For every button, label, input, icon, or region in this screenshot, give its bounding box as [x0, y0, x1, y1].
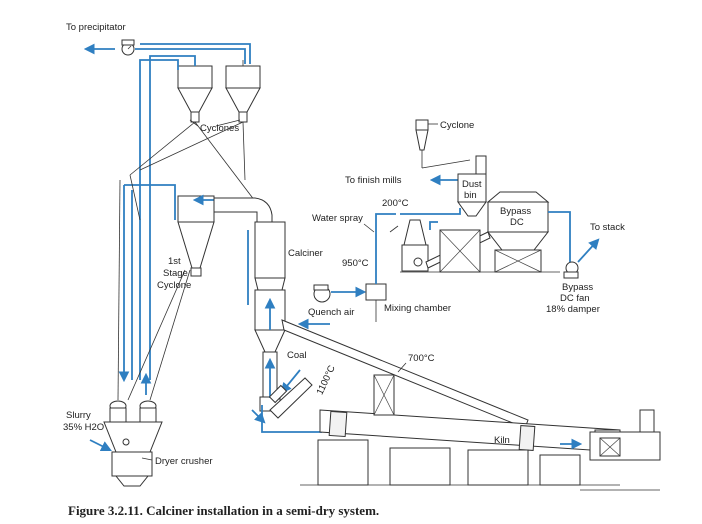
- bypass-dust-collector: [486, 191, 550, 273]
- bypass-cyclone: [415, 119, 471, 169]
- to-stack-label: To stack: [590, 222, 625, 233]
- dryer-crusher: [103, 400, 163, 487]
- top-gas-duct: [135, 48, 246, 64]
- cyclones-label: Cyclones: [200, 123, 239, 134]
- top-cyclones: [177, 60, 261, 123]
- clinker-cooler: [589, 409, 661, 461]
- calciner-vessel: [213, 197, 286, 412]
- dryer-crusher-label: Dryer crusher: [155, 456, 213, 467]
- temp-1100-label: 1100°C: [315, 364, 338, 397]
- quench-air-label: Quench air: [308, 307, 354, 318]
- conditioning-tower: [400, 219, 560, 273]
- first-stage-label-2: Stage: [163, 268, 188, 279]
- first-stage-label-3: Cyclone: [157, 280, 191, 291]
- dust-bin: [457, 155, 487, 217]
- slurry-label-2: 35% H2O: [63, 422, 104, 433]
- bypass-dc-label-1: Bypass: [500, 206, 531, 217]
- bypass-dc-fan: [563, 261, 579, 279]
- to-precipitator-label: To precipitator: [66, 22, 126, 33]
- first-stage-label-1: 1st: [168, 256, 181, 267]
- temp-950-label: 950°C: [342, 258, 369, 269]
- bypass-fan-label-2: DC fan: [560, 293, 590, 304]
- kiln-label: Kiln: [494, 435, 510, 446]
- calciner-label: Calciner: [288, 248, 323, 259]
- figure-caption: Figure 3.2.11. Calciner installation in …: [68, 503, 380, 518]
- bypass-dc-label-2: DC: [510, 217, 524, 228]
- first-stage-cyclone: [177, 195, 215, 277]
- dust-bin-label-1: Dust: [462, 179, 482, 190]
- coal-feed: [280, 369, 301, 394]
- precipitator-fan: [121, 39, 135, 56]
- to-finish-mills-label: To finish mills: [345, 175, 402, 186]
- mixing-chamber: [365, 283, 387, 301]
- bypass-fan-label-3: 18% damper: [546, 304, 600, 315]
- bypass-duct: [269, 319, 529, 429]
- kiln-supports: [300, 374, 660, 491]
- water-spray-label: Water spray: [312, 213, 363, 224]
- quench-air-fan: [313, 284, 331, 303]
- material-return-lines: [117, 121, 259, 401]
- slurry-label-1: Slurry: [66, 410, 91, 421]
- mixing-chamber-label: Mixing chamber: [384, 303, 451, 314]
- cyclone-label: Cyclone: [440, 120, 474, 131]
- temp-200-label: 200°C: [382, 198, 409, 209]
- dust-bin-label-2: bin: [464, 190, 477, 201]
- bypass-fan-label-1: Bypass: [562, 282, 593, 293]
- coal-label: Coal: [287, 350, 307, 361]
- temp-700-label: 700°C: [408, 353, 435, 364]
